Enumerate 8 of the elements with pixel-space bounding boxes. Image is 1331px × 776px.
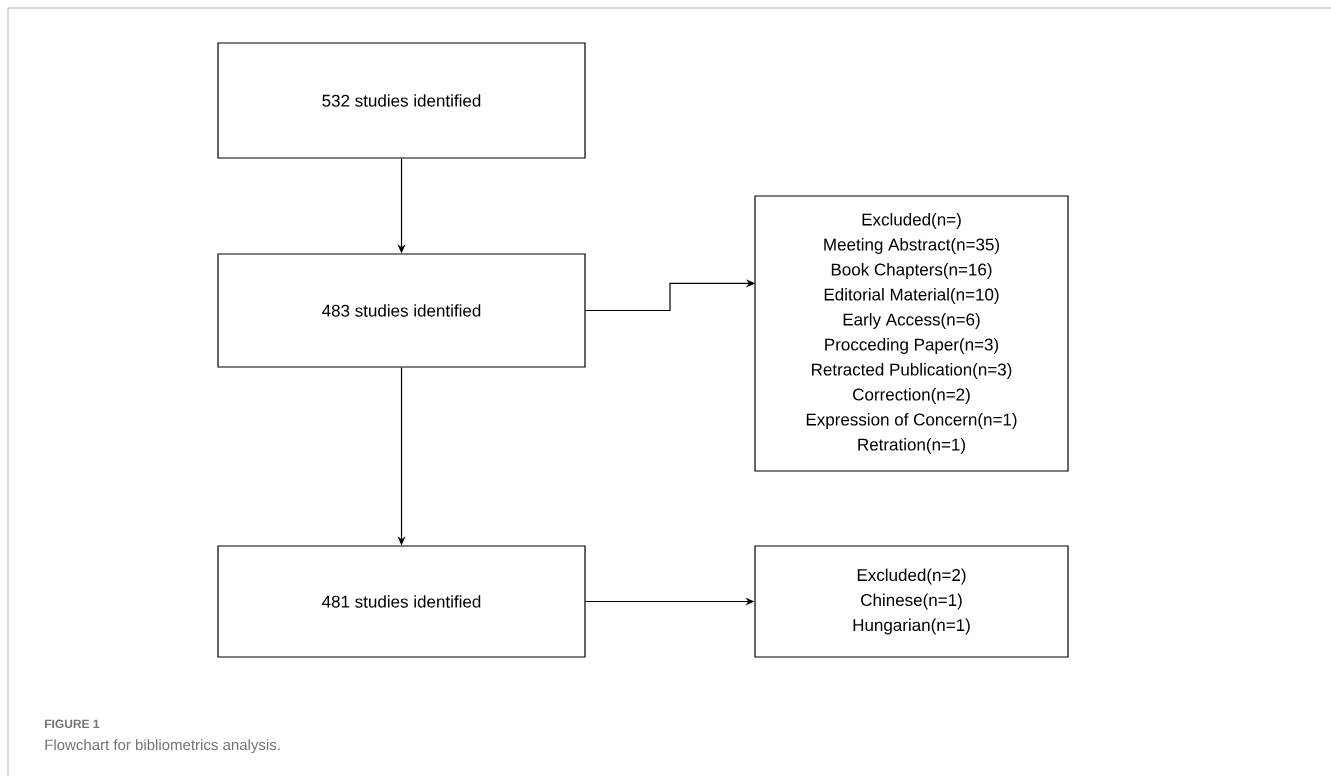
- process-box: 481 studies identified: [217, 545, 586, 658]
- figure-label: FIGURE 1: [45, 719, 100, 729]
- arrow: [585, 279, 755, 312]
- caption: Flowchart for bibliometrics analysis.: [45, 739, 280, 754]
- process-box: 532 studies identified: [217, 42, 586, 159]
- process-box: 483 studies identified: [217, 253, 586, 368]
- process-box: Excluded(n=2) Chinese(n=1) Hungarian(n=1): [754, 545, 1069, 658]
- process-box: Excluded(n=) Meeting Abstract(n=35) Book Chapters(n=16) Editorial Material(n=10) Early Access(n=6) Procceding Paper(n=3) Retracted Publication(n=3) Correction(n=2) Expression of Concern(n=1) Retration(n=1): [754, 195, 1069, 472]
